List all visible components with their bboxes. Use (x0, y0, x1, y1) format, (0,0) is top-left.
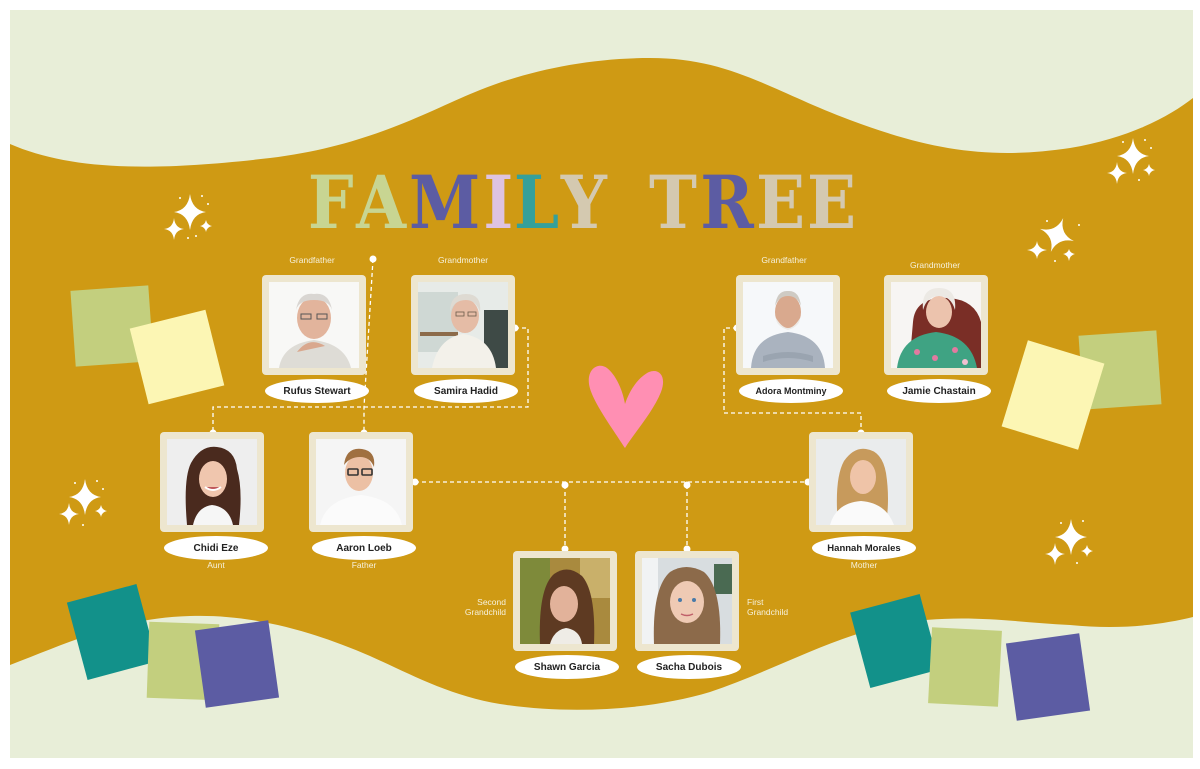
decor-square-purple-bottom-right (1005, 633, 1091, 721)
sparkle-icon (1107, 138, 1155, 184)
role-label: Grandfather (289, 255, 335, 265)
member-name-pill: Jamie Chastain (887, 379, 991, 403)
member-name-pill: Adora Montminy (739, 379, 843, 403)
member-card-rufus-stewart[interactable] (262, 275, 366, 375)
title-letter: A (355, 158, 406, 246)
member-card-aaron-loeb[interactable] (309, 432, 413, 532)
role-line: Second (477, 597, 506, 607)
portrait-photo (891, 282, 981, 368)
member-card-hannah-morales[interactable] (809, 432, 913, 532)
role-label: Grandfather (761, 255, 807, 265)
decor-square-sage-bottom-right (928, 627, 1002, 707)
title-letter: R (699, 158, 754, 246)
portrait-photo (520, 558, 610, 644)
heart-icon (588, 365, 664, 448)
portrait-photo (418, 282, 508, 368)
portrait-photo (642, 558, 732, 644)
sparkle-icon (59, 479, 107, 526)
member-name-pill: Sacha Dubois (637, 655, 741, 679)
role-label: First Grandchild (747, 597, 807, 617)
role-label: Second Grandchild (450, 597, 506, 617)
role-line: Grandchild (747, 607, 789, 617)
title-letter: E (755, 158, 805, 246)
portrait-photo (316, 439, 406, 525)
title-letter: E (807, 158, 856, 246)
role-line: Grandchild (464, 607, 506, 617)
role-line: First (747, 597, 764, 607)
role-label: Aunt (207, 560, 225, 570)
member-name-pill: Hannah Morales (812, 536, 916, 560)
portrait-photo (269, 282, 359, 368)
member-card-adora-montminy[interactable] (736, 275, 840, 375)
member-card-shawn-garcia[interactable] (513, 551, 617, 651)
portrait-photo (167, 439, 257, 525)
member-name-pill: Samira Hadid (414, 379, 518, 403)
member-card-jamie-chastain[interactable] (884, 275, 988, 375)
title-letter: L (514, 158, 559, 246)
role-label: Grandmother (437, 255, 489, 265)
member-card-chidi-eze[interactable] (160, 432, 264, 532)
family-tree-canvas: F A M I L Y T R E E (10, 10, 1193, 758)
decor-square-purple-bottom-left (194, 620, 280, 708)
page-title: F A M I L Y T R E E (306, 158, 856, 245)
title-letter: Y (561, 158, 607, 246)
title-letter: T (649, 158, 697, 246)
member-name-pill: Rufus Stewart (265, 379, 369, 403)
sparkle-icon (1045, 519, 1093, 565)
sparkle-icon (1027, 218, 1080, 262)
sparkle-icon (164, 194, 212, 240)
member-card-sacha-dubois[interactable] (635, 551, 739, 651)
role-label: Father (351, 560, 377, 570)
title-letter: F (307, 158, 354, 246)
member-name-pill: Aaron Loeb (312, 536, 416, 560)
role-label: Mother (850, 560, 878, 570)
member-card-samira-hadid[interactable] (411, 275, 515, 375)
member-name-pill: Chidi Eze (164, 536, 268, 560)
member-name-pill: Shawn Garcia (515, 655, 619, 679)
role-label: Grandmother (909, 260, 961, 270)
title-letter: I (482, 158, 513, 246)
portrait-photo (816, 439, 906, 525)
title-letter: M (409, 158, 480, 246)
portrait-photo (743, 282, 833, 368)
